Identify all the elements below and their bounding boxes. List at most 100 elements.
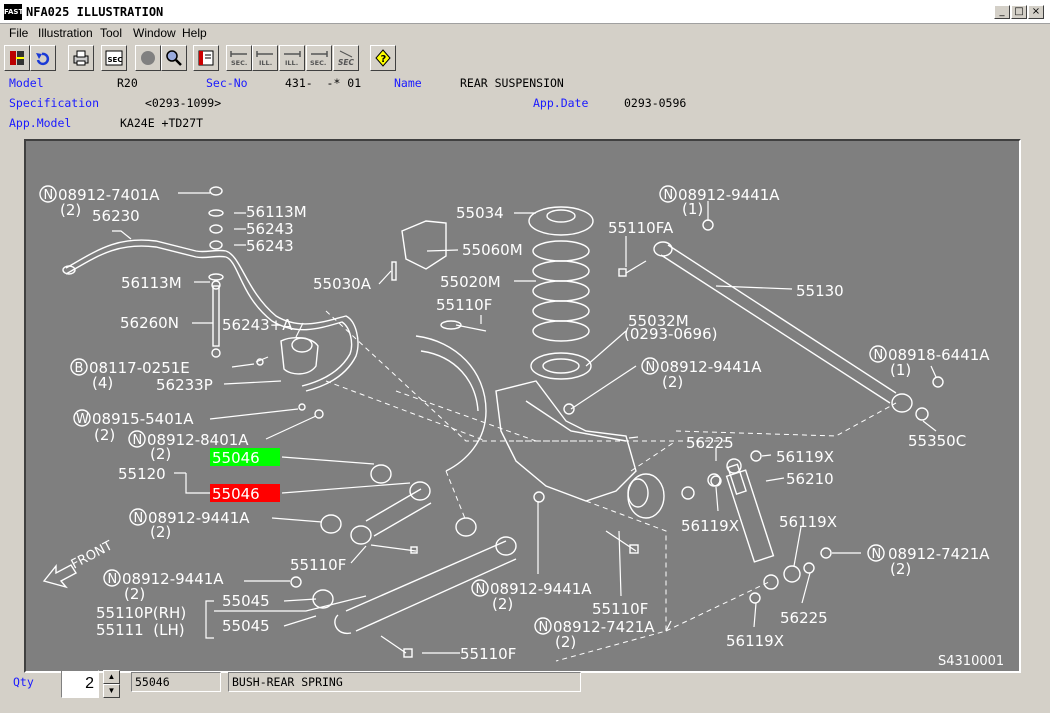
qty-down-button[interactable]: ▼ [103,684,120,698]
label-p30[interactable]: 08912-9441A [660,358,762,376]
label-p39[interactable]: 56225 [686,434,734,452]
qty-label: Qty [13,675,34,689]
circle-n-3: N [134,511,144,526]
minimize-button[interactable]: _ [994,5,1010,19]
qty-input[interactable]: 2 [61,670,99,698]
menu-file[interactable]: File [9,26,29,40]
help-button[interactable]: ? [370,45,396,71]
label-p33q: (2) [555,633,576,651]
model-value: R20 [117,76,138,90]
illustration-canvas[interactable]: N B W N N N N N N N N N 08912-7401A (2) … [24,139,1021,673]
label-p24[interactable]: 55034 [456,204,504,222]
label-p17[interactable]: 55110F [290,556,346,574]
secno-label: Sec-No [206,76,248,90]
sec-search-button[interactable]: SEC [333,45,359,71]
label-p25[interactable]: 55060M [462,241,523,259]
label-p1[interactable]: 08912-7401A [58,186,160,204]
label-p44[interactable]: 08912-7421A [888,545,990,563]
spring-group [391,206,594,380]
label-p10[interactable]: 56233P [156,376,213,394]
label-p18[interactable]: 08912-9441A [122,570,224,588]
label-p15[interactable]: 55046 [212,485,260,503]
part-description-field: BUSH-REAR SPRING [228,672,581,692]
sec-button[interactable]: SEC [101,45,127,71]
label-p16[interactable]: 08912-9441A [148,509,250,527]
label-p3[interactable]: 56113M [246,203,307,221]
label-p20[interactable]: 55111 (LH) [96,621,185,639]
exit-button[interactable] [4,45,30,71]
circle-button[interactable] [135,45,161,71]
label-p31[interactable]: 08912-9441A [490,580,592,598]
label-p28[interactable]: 55110F [436,296,492,314]
label-p40[interactable]: 56119X [776,448,834,466]
label-p32[interactable]: 55110F [592,600,648,618]
ill-next-button[interactable]: ILL. [279,45,305,71]
label-p26[interactable]: 55030A [313,275,372,293]
label-p46[interactable]: 56119X [726,632,784,650]
label-p9[interactable]: 08117-0251E [89,359,190,377]
menu-help[interactable]: Help [182,26,207,40]
print-button[interactable] [68,45,94,71]
maximize-button[interactable]: □ [1011,5,1027,19]
illustration-svg[interactable]: N B W N N N N N N N N N 08912-7401A (2) … [26,141,1019,671]
label-p6[interactable]: 56113M [121,274,182,292]
down-arrow-icon: ▼ [107,686,116,695]
label-p19[interactable]: 55110P(RH) [96,604,186,622]
highlight-green[interactable] [210,448,280,466]
ill-prev-button[interactable]: ILL. [252,45,278,71]
highlight-red[interactable] [210,484,280,502]
zoom-button[interactable] [161,45,187,71]
leader-lines [112,192,937,654]
label-p14[interactable]: 55046 [212,449,260,467]
label-p38[interactable]: 55350C [908,432,966,450]
part-number-field: 55046 [131,672,221,692]
label-p5[interactable]: 56243 [246,237,294,255]
book-button[interactable] [193,45,219,71]
label-p7[interactable]: 56260N [120,314,179,332]
circle-icon [141,51,155,65]
label-p35[interactable]: 55110FA [608,219,674,237]
label-p45[interactable]: 56225 [780,609,828,627]
label-p1q: (2) [60,201,81,219]
label-p23[interactable]: 55110F [460,645,516,663]
circle-n-6: N [476,582,486,597]
label-p29[interactable]: 55032M [628,312,689,330]
label-p27[interactable]: 55020M [440,273,501,291]
label-p34[interactable]: 08912-9441A [678,186,780,204]
label-p12[interactable]: 08912-8401A [147,431,249,449]
label-p43[interactable]: 56119X [779,513,837,531]
label-p21[interactable]: 55045 [222,592,270,610]
lower-arm-group [290,464,517,658]
menu-illustration[interactable]: Illustration [38,26,93,40]
label-p42[interactable]: 56119X [681,517,739,535]
part-labels: 08912-7401A (2) 56230 56113M 56243 56243… [58,186,990,663]
circle-n-7: N [539,620,549,635]
label-p41[interactable]: 56210 [786,470,834,488]
ill-next-icon: ILL. [284,51,301,67]
toolbar: SEC SEC. ILL. ILL. SEC. SEC ? [0,44,1050,74]
qty-up-button[interactable]: ▲ [103,670,120,684]
svg-text:SEC.: SEC. [231,59,247,67]
menu-tool[interactable]: Tool [100,26,123,40]
label-p13[interactable]: 55120 [118,465,166,483]
label-p22[interactable]: 55045 [222,617,270,635]
front-label: FRONT [69,538,115,572]
label-p8[interactable]: 56243+A [222,316,293,334]
menu-bar: File Illustration Tool Window Help [0,24,1050,42]
exit-icon [10,51,24,65]
label-p2[interactable]: 56230 [92,207,140,225]
menu-window[interactable]: Window [133,26,176,40]
label-p33[interactable]: 08912-7421A [553,618,655,636]
sec-prev-button[interactable]: SEC. [226,45,252,71]
undo-button[interactable] [30,45,56,71]
label-p4[interactable]: 56243 [246,220,294,238]
appdate-label: App.Date [533,96,589,110]
sec-next-button[interactable]: SEC. [306,45,332,71]
label-p11[interactable]: 08915-5401A [92,410,194,428]
label-p36[interactable]: 55130 [796,282,844,300]
svg-text:ILL.: ILL. [285,59,298,67]
circle-n-8: N [664,188,674,203]
label-p37[interactable]: 08918-6441A [888,346,990,364]
circle-w-1: W [76,412,89,427]
close-button[interactable]: × [1028,5,1044,19]
